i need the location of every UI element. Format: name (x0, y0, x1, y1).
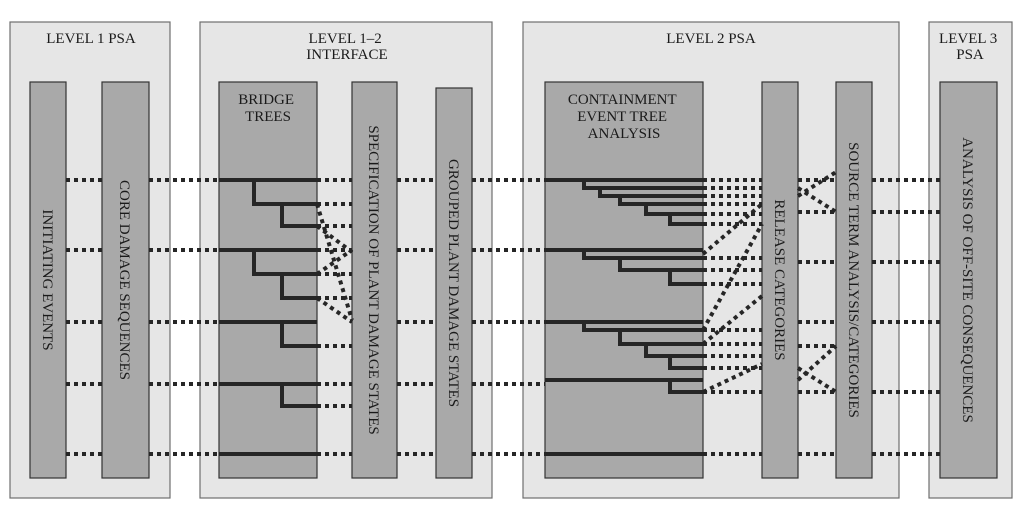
tree-branch (280, 384, 317, 408)
dotted-diagonal (315, 248, 354, 276)
tree-branch (668, 270, 703, 286)
tree-branch (252, 180, 317, 206)
tree-branch (668, 380, 703, 394)
label-release-categories: RELEASE CATEGORIES (771, 199, 787, 360)
panel-level2-title: LEVEL 2 PSA (666, 31, 756, 47)
tree-branch (582, 322, 703, 332)
label-containment-event-tree: CONTAINMENT EVENT TREE ANALYSIS (568, 92, 680, 142)
column-initiating-events (29, 81, 67, 479)
label-grouped-pds: GROUPED PLANT DAMAGE STATES (445, 159, 461, 407)
dotted-diagonal (702, 362, 763, 394)
tree-branch (668, 356, 703, 370)
column-offsite-consequences (939, 81, 998, 479)
column-source-term (835, 81, 873, 479)
tree-branch (618, 196, 703, 206)
tree-branch (280, 322, 317, 348)
tree-branch (280, 204, 317, 228)
tree-branch (280, 274, 317, 300)
dotted-diagonal (701, 202, 764, 256)
dotted-diagonal (796, 344, 838, 382)
tree-branch (582, 180, 703, 190)
label-offsite-consequences: ANALYSIS OF OFF-SITE CONSEQUENCES (959, 137, 975, 423)
tree-branch (618, 330, 703, 346)
column-grouped-pds (435, 87, 473, 479)
tree-branch (644, 204, 703, 216)
panel-level1-title: LEVEL 1 PSA (46, 31, 136, 47)
column-bridge-trees (218, 81, 318, 479)
dotted-diagonal (315, 296, 354, 324)
tree-branch (252, 250, 317, 276)
dotted-diagonals (315, 170, 838, 394)
label-core-damage-sequences: CORE DAMAGE SEQUENCES (116, 180, 132, 380)
label-specification-pds: SPECIFICATION OF PLANT DAMAGE STATES (365, 125, 381, 434)
column-specification-pds (351, 81, 398, 479)
label-bridge-trees: BRIDGE TREES (238, 92, 298, 125)
panel-interface-title: LEVEL 1–2 INTERFACE (306, 31, 387, 63)
tree-branch (668, 214, 703, 226)
panel-level3-title: LEVEL 3 PSA (939, 31, 1001, 63)
tree-branch (644, 344, 703, 358)
bridge-tree-lines (219, 178, 317, 456)
dotted-connectors (66, 178, 940, 456)
column-containment-event-tree (544, 81, 704, 479)
label-initiating-events: INITIATING EVENTS (39, 209, 55, 350)
tree-branch (618, 258, 703, 272)
label-source-term: SOURCE TERM ANALYSIS/CATEGORIES (845, 142, 861, 418)
tree-branch (598, 188, 703, 198)
column-release-categories (761, 81, 799, 479)
containment-tree-lines (545, 178, 703, 456)
tree-branch (582, 250, 703, 260)
column-core-damage-sequences (101, 81, 150, 479)
